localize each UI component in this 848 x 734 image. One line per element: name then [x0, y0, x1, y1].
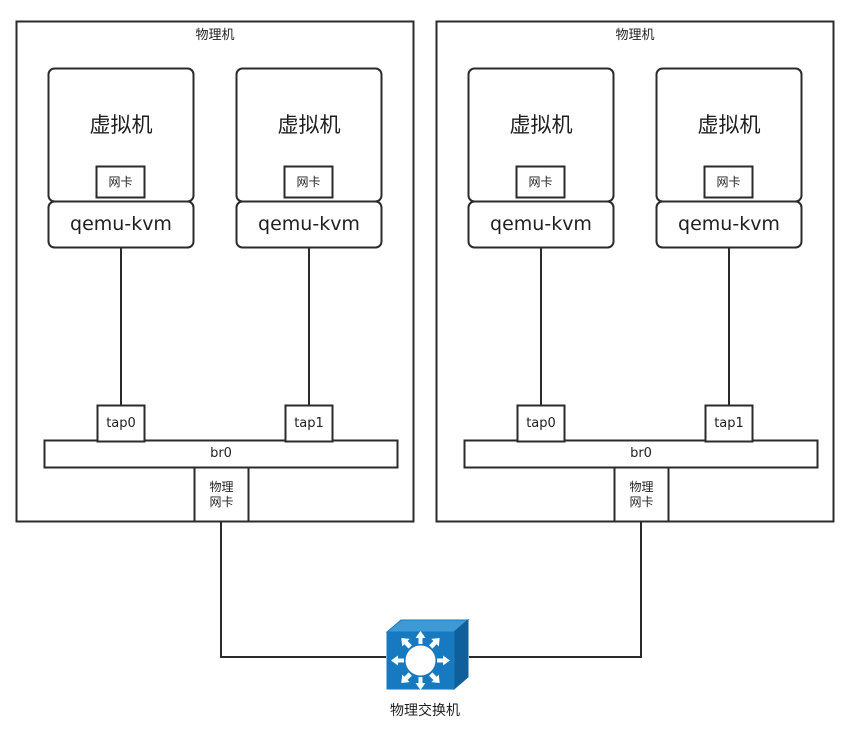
switch-label: 物理交换机 — [390, 702, 460, 719]
physical-nic-box-left — [193, 466, 250, 523]
host-title-right: 物理机 — [615, 28, 655, 44]
vm-nic-box-left-1 — [95, 165, 146, 199]
tap-box-left-0 — [96, 404, 146, 443]
host-left-to-switch-line — [220, 521, 386, 658]
tap-label-left-1: tap1 — [294, 415, 324, 431]
physical-nic-label-left: 物理 网卡 — [209, 480, 234, 509]
switch-arrows — [391, 631, 450, 690]
vm-title-right-1: 虚拟机 — [509, 112, 573, 137]
host-right-to-switch-line — [469, 521, 642, 658]
vm-nic-label-right-2: 网卡 — [716, 174, 741, 189]
vm-title-right-2: 虚拟机 — [697, 112, 761, 137]
bridge-label-left: br0 — [210, 446, 232, 462]
switch-side-face — [453, 618, 469, 691]
tap-box-right-1 — [704, 404, 754, 443]
vm-nic-box-right-1 — [515, 165, 566, 199]
host-title-left: 物理机 — [195, 28, 235, 44]
vm-nic-box-left-2 — [283, 165, 334, 199]
switch-hub-circle — [405, 645, 436, 676]
bridge-label-right: br0 — [630, 446, 652, 462]
physical-nic-label-right: 物理 网卡 — [629, 480, 654, 509]
tap-label-left-0: tap0 — [106, 415, 136, 431]
qemu-label-right-1: qemu-kvm — [490, 213, 592, 236]
vm-nic-label-right-1: 网卡 — [528, 174, 553, 189]
bridge-box-right — [463, 439, 819, 469]
host-group-right — [435, 20, 835, 658]
tap-label-right-1: tap1 — [714, 415, 744, 431]
vm-nic-box-right-2 — [703, 165, 754, 199]
vm-nic-label-left-2: 网卡 — [296, 174, 321, 189]
physical-nic-box-right — [613, 466, 670, 523]
network-switch-icon — [385, 618, 470, 691]
tap-box-left-1 — [284, 404, 334, 443]
host-group-left — [15, 20, 415, 658]
vm-nic-label-left-1: 网卡 — [108, 174, 133, 189]
tap-box-right-0 — [516, 404, 566, 443]
qemu-label-left-2: qemu-kvm — [258, 213, 360, 236]
qemu-label-left-1: qemu-kvm — [70, 213, 172, 236]
qemu-label-right-2: qemu-kvm — [678, 213, 780, 236]
bridge-box-left — [43, 439, 399, 469]
vm-title-left-2: 虚拟机 — [277, 112, 341, 137]
vm-title-left-1: 虚拟机 — [89, 112, 153, 137]
tap-label-right-0: tap0 — [526, 415, 556, 431]
